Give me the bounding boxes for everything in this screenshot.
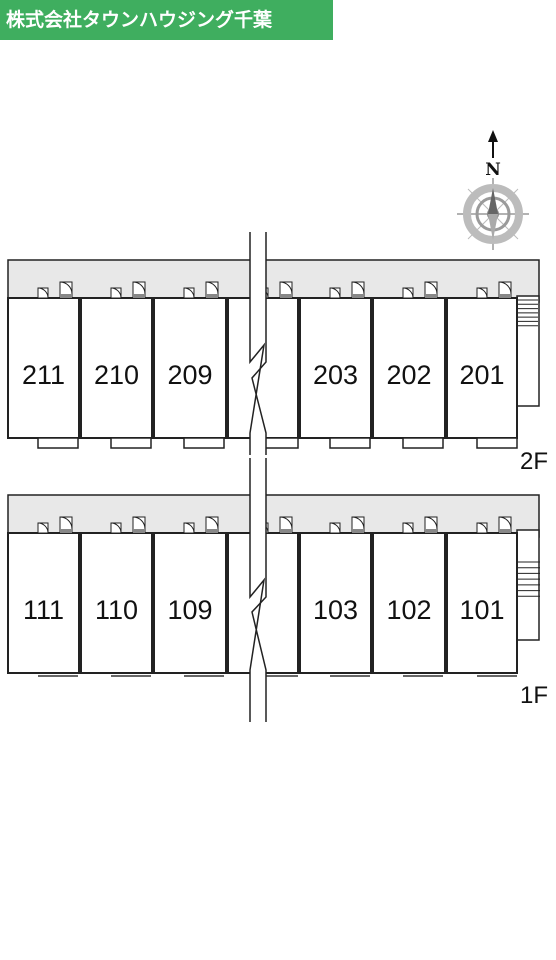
unit-number: 211 — [22, 360, 65, 390]
unit-room — [299, 532, 372, 674]
unit-room — [7, 532, 80, 674]
unit-room — [446, 297, 518, 439]
unit-number: 103 — [313, 595, 358, 625]
unit-number: 201 — [459, 360, 504, 390]
unit-room — [80, 532, 153, 674]
unit-number: 111 — [23, 595, 64, 625]
unit-number: 102 — [386, 595, 431, 625]
unit-number: 110 — [95, 595, 138, 625]
stair-icon — [518, 561, 540, 597]
unit-room — [7, 297, 80, 439]
floor-label: 2F — [520, 448, 548, 475]
compass-icon: N — [457, 130, 529, 250]
north-label: N — [485, 160, 501, 180]
building-plan — [7, 259, 540, 677]
stair-icon — [518, 299, 538, 327]
unit-number: 203 — [313, 360, 358, 390]
unit-number: 202 — [386, 360, 431, 390]
unit-room — [372, 297, 446, 439]
unit-room — [80, 297, 153, 439]
unit-room — [299, 297, 372, 439]
company-name-banner: 株式会社タウンハウジング千葉 — [0, 0, 333, 40]
unit-number: 101 — [459, 595, 504, 625]
unit-number: 210 — [94, 360, 139, 390]
unit-room — [153, 532, 227, 674]
unit-number: 109 — [167, 595, 212, 625]
unit-number: 209 — [167, 360, 212, 390]
floor-label: 1F — [520, 682, 548, 709]
unit-room — [372, 532, 446, 674]
break-line — [249, 232, 267, 722]
